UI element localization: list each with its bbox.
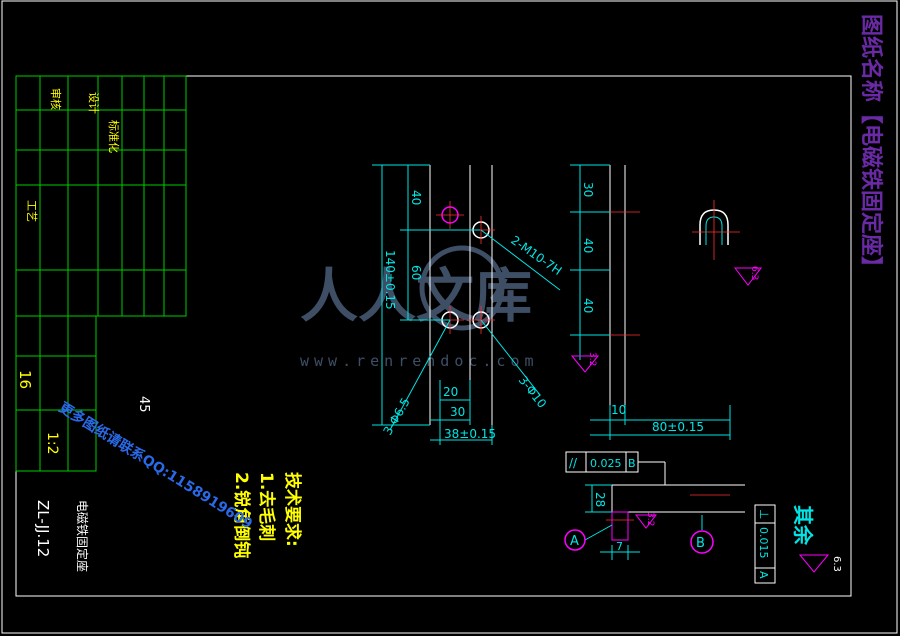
scale-value: 1:2 bbox=[44, 432, 60, 455]
parallel-frame bbox=[565, 451, 666, 485]
datum-b: B bbox=[690, 530, 714, 554]
roughness-r3: 3.2 bbox=[645, 512, 655, 526]
perp-value: 0.015 bbox=[757, 527, 770, 559]
dim-140: 140±0.15 bbox=[383, 250, 397, 310]
rest-label: 其余 bbox=[791, 505, 815, 546]
tech-heading: 技术要求: bbox=[282, 472, 303, 547]
datum-b-label: B bbox=[696, 536, 705, 551]
watermark-brand: 人人文库 bbox=[300, 262, 532, 330]
roughness-r4: 6.3 bbox=[831, 556, 842, 572]
perp-datum: A bbox=[757, 571, 770, 579]
dim-80: 80±0.15 bbox=[652, 420, 704, 434]
dim-40a: 40 bbox=[409, 190, 423, 205]
dim-40b: 40 bbox=[581, 238, 595, 253]
rest-roughness-mark bbox=[798, 554, 830, 573]
datum-a-label: A bbox=[570, 534, 579, 549]
dim-28: 28 bbox=[593, 492, 607, 507]
part-name: 电磁铁固定座 bbox=[75, 500, 90, 572]
dim-10: 10 bbox=[611, 403, 626, 417]
check-label: 审核 bbox=[49, 88, 63, 110]
design-label: 设计 bbox=[87, 92, 100, 114]
watermark-url: www.renrendoc.com bbox=[300, 352, 539, 370]
parallel-datum: B bbox=[628, 457, 636, 470]
drawing-code: ZL-JJ.12 bbox=[34, 500, 52, 557]
dim-3phi6: 3-Φ6.5 bbox=[380, 395, 412, 437]
section-view: 28 7 3.2 bbox=[584, 484, 745, 560]
material-value: 45 bbox=[136, 396, 151, 413]
dim-38: 38±0.15 bbox=[444, 427, 496, 441]
drawing-frame bbox=[15, 75, 852, 597]
drawing-title: 图纸名称【电磁铁固定座】 bbox=[858, 14, 884, 278]
dim-30: 30 bbox=[450, 405, 465, 419]
dim-3phi10: 3-Φ10 bbox=[516, 373, 550, 411]
quantity-value: 16 bbox=[16, 370, 34, 389]
process-label: 工艺 bbox=[25, 200, 38, 222]
dim-30b: 30 bbox=[581, 182, 595, 197]
dim-40c: 40 bbox=[581, 298, 595, 313]
parallel-symbol: // bbox=[569, 456, 578, 470]
dim-60: 60 bbox=[409, 265, 423, 280]
parallel-value: 0.025 bbox=[590, 457, 622, 470]
tech-item-1: 1.去毛刺 bbox=[256, 472, 277, 541]
u-detail: 6.3 bbox=[692, 200, 763, 286]
standard-label: 标准化 bbox=[107, 120, 121, 153]
watermark: 人人文库 www.renrendoc.com bbox=[300, 245, 539, 370]
dim-7: 7 bbox=[616, 540, 623, 553]
tech-requirements: 技术要求: 1.去毛刺 2.锐角倒钝 bbox=[231, 472, 303, 558]
perp-symbol: ⊥ bbox=[757, 509, 771, 519]
title-block bbox=[15, 75, 187, 472]
right-view: 30 40 40 10 80±0.15 3.2 bbox=[570, 164, 731, 440]
datum-a: A bbox=[564, 529, 586, 551]
perp-frame bbox=[754, 504, 776, 584]
dim-20: 20 bbox=[443, 385, 458, 399]
title-block-text: 设计 审核 标准化 工艺 16 1:2 bbox=[16, 88, 121, 455]
roughness-r2: 3.2 bbox=[587, 352, 597, 366]
roughness-r2-mark bbox=[570, 355, 600, 373]
roughness-r1: 6.3 bbox=[749, 266, 759, 280]
tech-item-2: 2.锐角倒钝 bbox=[231, 472, 252, 558]
